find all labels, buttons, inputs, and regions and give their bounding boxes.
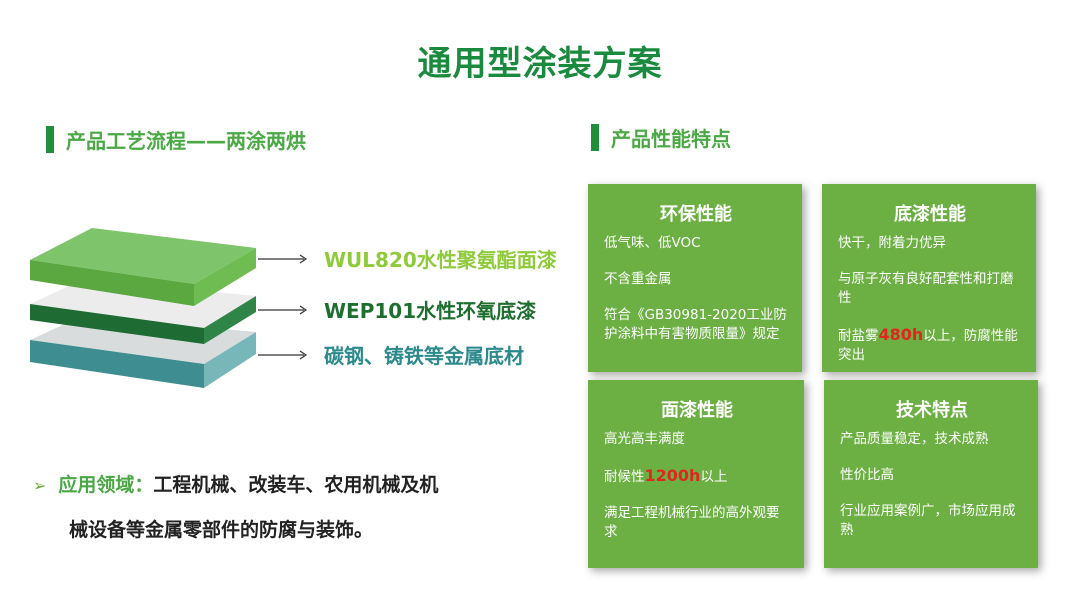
topcoat-label: WUL820水性聚氨酯面漆 bbox=[324, 248, 557, 272]
process-heading-text: 产品工艺流程——两涂两烘 bbox=[66, 129, 306, 153]
heading-bar bbox=[46, 126, 54, 153]
topcoat-layer bbox=[30, 228, 256, 306]
application-text-line2: 械设备等金属零部件的防腐与装饰。 bbox=[69, 519, 374, 541]
card-item-post: 以上，防腐性能突出 bbox=[838, 328, 1018, 363]
card-item-post: 以上 bbox=[700, 469, 728, 485]
card-title: 底漆性能 bbox=[894, 204, 966, 225]
chevron-right-icon: ➢ bbox=[33, 476, 47, 495]
arrow-right-icon bbox=[258, 305, 308, 314]
card-title: 环保性能 bbox=[660, 204, 732, 225]
card-topcoat-performance: 面漆性能 高光高丰满度 耐候性1200h以上 满足工程机械行业的高外观要求 bbox=[588, 380, 804, 568]
card-item: 行业应用案例广，市场应用成熟 bbox=[840, 503, 1016, 538]
layer-row-substrate: 碳钢、铸铁等金属底材 bbox=[258, 340, 524, 369]
card-item: 不含重金属 bbox=[604, 271, 672, 287]
card-item: 性价比高 bbox=[840, 467, 894, 483]
card-item-pre: 耐候性 bbox=[604, 469, 645, 485]
card-item: 与原子灰有良好配套性和打磨性 bbox=[838, 271, 1014, 306]
card-technical-features: 技术特点 产品质量稳定，技术成熟 性价比高 行业应用案例广，市场应用成熟 bbox=[824, 380, 1038, 568]
card-item: 高光高丰满度 bbox=[604, 431, 685, 447]
card-item: 耐候性1200h以上 bbox=[604, 466, 790, 487]
card-title: 面漆性能 bbox=[661, 400, 733, 421]
application-label: 应用领域： bbox=[58, 474, 154, 496]
card-item: 耐盐雾480h以上，防腐性能突出 bbox=[838, 325, 1022, 365]
features-heading: 产品性能特点 bbox=[591, 123, 731, 152]
heading-bar bbox=[591, 124, 599, 151]
primer-label: WEP101水性环氧底漆 bbox=[324, 299, 537, 323]
card-item: 产品质量稳定，技术成熟 bbox=[840, 431, 989, 447]
highlight-value: 480h bbox=[878, 325, 924, 344]
layer-row-topcoat: WUL820水性聚氨酯面漆 bbox=[258, 244, 557, 273]
highlight-value: 1200h bbox=[644, 466, 701, 485]
features-heading-text: 产品性能特点 bbox=[611, 127, 731, 151]
card-item: 满足工程机械行业的高外观要求 bbox=[604, 505, 780, 540]
substrate-label: 碳钢、铸铁等金属底材 bbox=[324, 344, 524, 368]
page-title: 通用型涂装方案 bbox=[417, 44, 663, 84]
card-item: 快干，附着力优异 bbox=[838, 235, 946, 251]
card-title: 技术特点 bbox=[896, 400, 968, 421]
application-text-line1: 工程机械、改装车、农用机械及机 bbox=[153, 474, 439, 496]
application-field: ➢ 应用领域：工程机械、改装车、农用机械及机 械设备等金属零部件的防腐与装饰。 bbox=[33, 463, 553, 553]
card-item: 低气味、低VOC bbox=[604, 235, 701, 251]
card-item-pre: 耐盐雾 bbox=[838, 328, 879, 344]
arrow-right-icon bbox=[258, 254, 308, 263]
process-heading: 产品工艺流程——两涂两烘 bbox=[46, 125, 306, 154]
card-item: 符合《GB30981-2020工业防护涂料中有害物质限量》规定 bbox=[604, 307, 787, 342]
card-primer-performance: 底漆性能 快干，附着力优异 与原子灰有良好配套性和打磨性 耐盐雾480h以上，防… bbox=[822, 184, 1036, 372]
layer-row-primer: WEP101水性环氧底漆 bbox=[258, 295, 536, 324]
coating-layers-illustration bbox=[30, 228, 256, 388]
arrow-right-icon bbox=[258, 350, 308, 359]
card-environmental: 环保性能 低气味、低VOC 不含重金属 符合《GB30981-2020工业防护涂… bbox=[588, 184, 802, 372]
